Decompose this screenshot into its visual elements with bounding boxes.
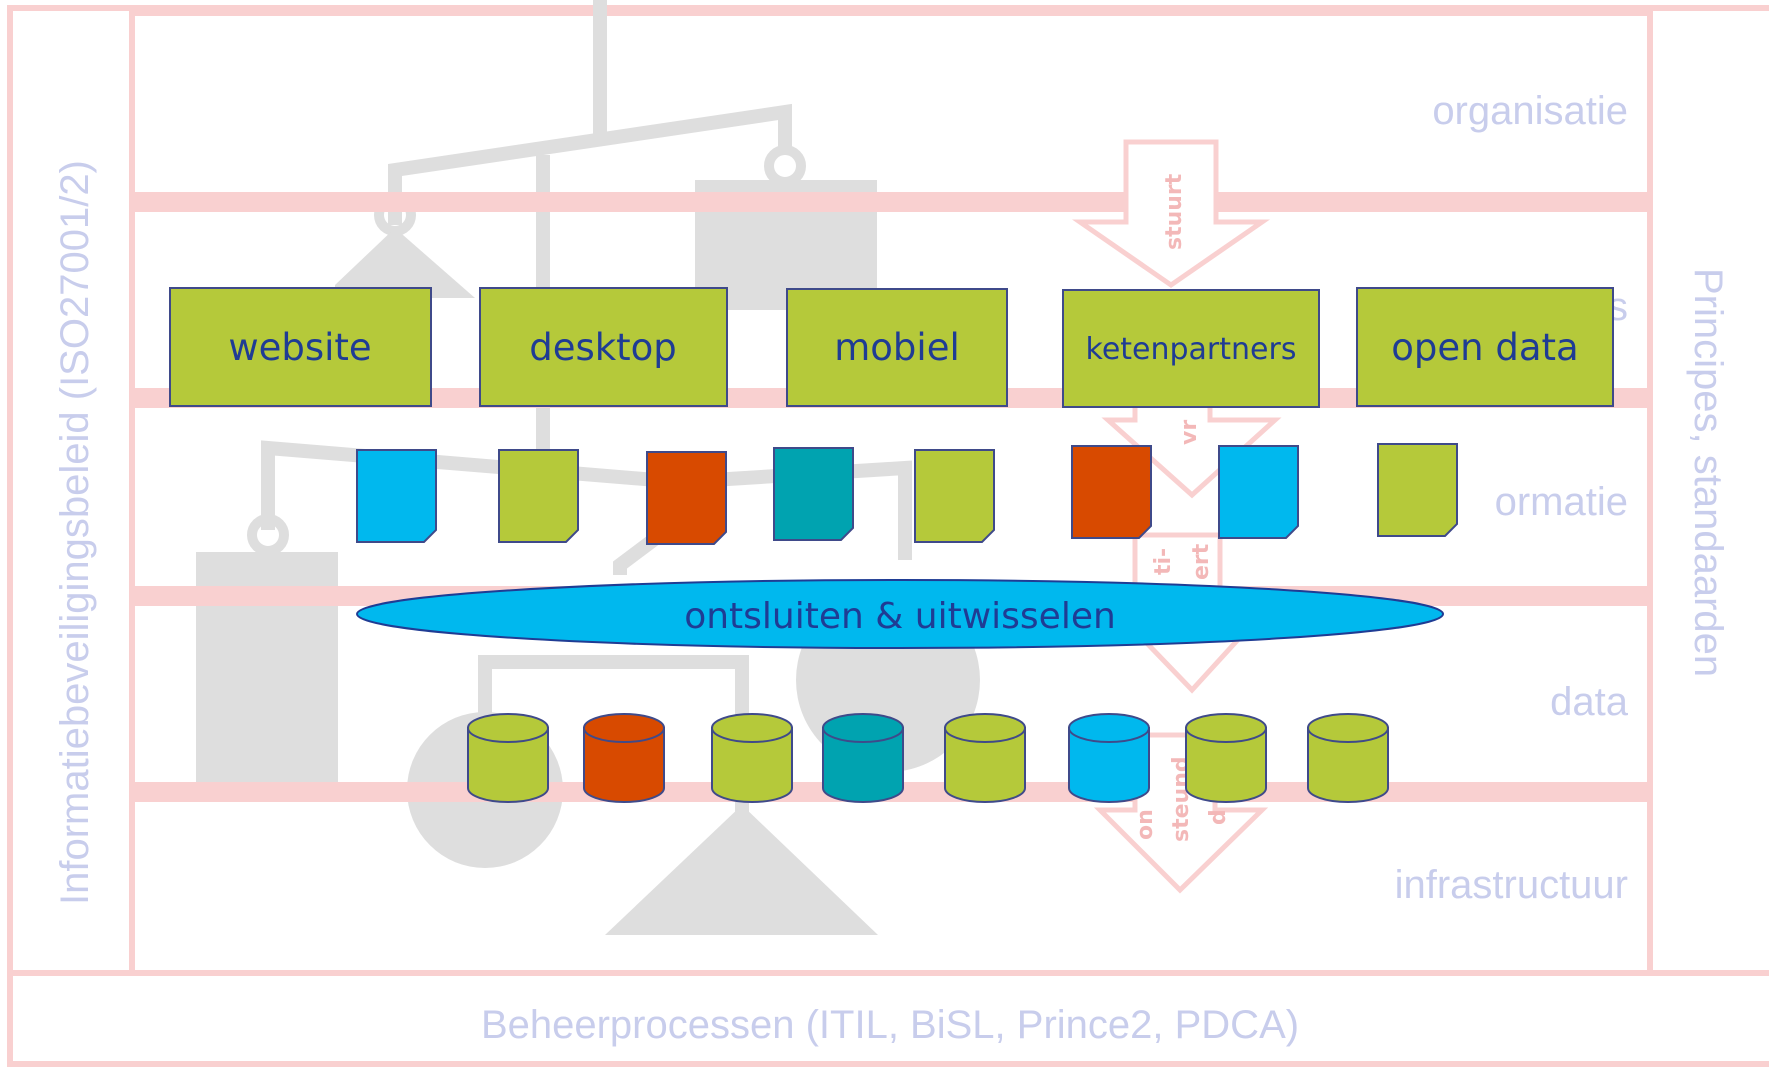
database-icon (1307, 713, 1389, 803)
database-icon (1185, 713, 1267, 803)
arrow-label-faciliteert-b: ert (1189, 543, 1214, 580)
band-1 (134, 192, 1650, 212)
document-icon (1071, 445, 1152, 539)
database-icons (467, 713, 1389, 803)
channel-box-open-data (1356, 287, 1614, 407)
arrow-label-faciliteert-a: ti- (1151, 548, 1176, 575)
channel-box-mobiel (786, 288, 1008, 407)
arrow-label-vraagt: vr (1177, 420, 1202, 445)
channel-label-mobiel: mobiel (834, 326, 960, 369)
bottom-processes-label: Beheerprocessen (ITIL, BiSL, Prince2, PD… (481, 1003, 1299, 1047)
frame (7, 5, 1769, 1067)
exchange-layer: ontsluiten & uitwisselen (356, 579, 1444, 649)
document-icon (773, 447, 854, 541)
channel-box-website (169, 287, 432, 407)
channel-box-ketenpartners (1062, 289, 1320, 408)
arrow-label-ondersteunt-c: d (1206, 809, 1231, 825)
left-policy-label: Informatiebeveiligingsbeleid (ISO27001/2… (53, 160, 97, 905)
arrow-stuurt (1071, 139, 1271, 289)
document-icons (356, 443, 1458, 545)
database-icon (822, 713, 904, 803)
channel-label-ketenpartners: ketenpartners (1086, 332, 1297, 367)
document-icon (1377, 443, 1458, 537)
channel-desktop: desktop (479, 287, 728, 407)
document-icon (498, 449, 579, 543)
layer-label-organisatie: organisatie (1432, 89, 1628, 133)
database-icon (1068, 713, 1150, 803)
right-standards-label: Principes, standaarden (1686, 268, 1730, 677)
arrow-label-stuurt: stuurt (1162, 173, 1187, 250)
layer-label-data: data (1550, 680, 1629, 724)
right-column (1647, 5, 1769, 976)
exchange-ellipse (356, 579, 1444, 649)
document-icon (1218, 445, 1299, 539)
database-icon (467, 713, 549, 803)
document-icon (914, 449, 995, 543)
bottom-row (7, 970, 1769, 1067)
exchange-label: ontsluiten & uitwisselen (684, 596, 1116, 637)
arrow-label-ondersteunt-a: on (1133, 809, 1158, 840)
channel-website: website (169, 287, 432, 407)
document-icon (646, 451, 727, 545)
layer-labels: organisatie s ormatie data infrastructuu… (1395, 89, 1629, 907)
channel-label-open-data: open data (1391, 326, 1578, 369)
channel-mobiel: mobiel (786, 288, 1008, 407)
channel-label-website: website (228, 326, 371, 369)
channel-box-desktop (479, 287, 728, 407)
database-icon (711, 713, 793, 803)
document-icon (356, 449, 437, 543)
layer-label-infrastructuur: infrastructuur (1395, 863, 1628, 907)
channel-open-data: open data (1356, 287, 1614, 407)
channel-ketenpartners: ketenpartners (1062, 289, 1320, 408)
database-icon (944, 713, 1026, 803)
top-band (134, 6, 1650, 16)
database-icon (583, 713, 665, 803)
channel-label-desktop: desktop (529, 326, 677, 369)
layer-label-informatie: ormatie (1495, 480, 1628, 524)
arrow-labels: stuurt vr ti- ert on steund d (1133, 173, 1231, 842)
channel-boxes: website desktop mobiel ketenpartners ope… (169, 287, 1614, 408)
